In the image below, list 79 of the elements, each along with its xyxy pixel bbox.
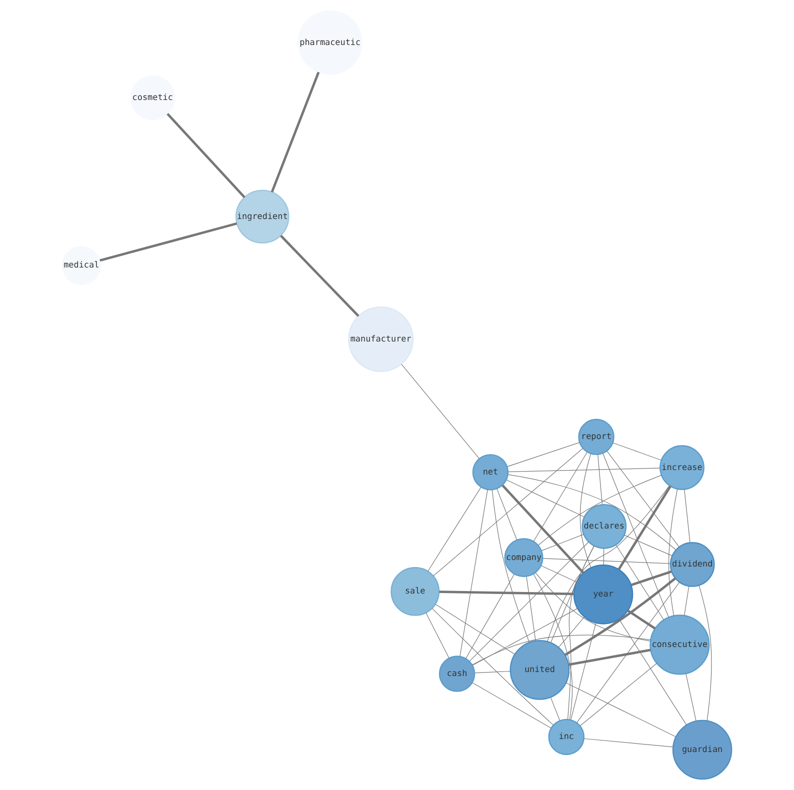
connector xyxy=(570,622,596,720)
connector xyxy=(460,489,488,657)
connector xyxy=(538,474,662,546)
connector xyxy=(280,234,360,317)
node-circle: year xyxy=(573,564,634,624)
node-circle: net xyxy=(472,454,509,490)
connector xyxy=(100,222,238,262)
node-circle: ingredient xyxy=(236,190,290,244)
node-circle: consecutive xyxy=(650,614,710,675)
connector xyxy=(166,113,246,198)
connector xyxy=(627,610,656,630)
node-circle: report xyxy=(578,418,614,456)
connector xyxy=(540,565,577,582)
connector xyxy=(698,584,712,722)
node-circle: sale xyxy=(390,567,440,616)
node-circle: cosmetic xyxy=(130,75,176,120)
node-circle: declares xyxy=(582,504,627,549)
connector xyxy=(568,648,651,666)
connector xyxy=(533,452,588,542)
connector xyxy=(558,616,585,648)
connector xyxy=(508,468,660,472)
connector xyxy=(492,489,530,643)
connector xyxy=(506,442,580,467)
connector xyxy=(603,548,604,566)
node-circle: manufacturer xyxy=(348,306,414,372)
connector xyxy=(435,604,516,655)
connector xyxy=(612,442,662,461)
connector xyxy=(567,546,594,720)
connector xyxy=(428,486,482,572)
connector xyxy=(426,612,450,658)
connector xyxy=(401,364,480,459)
node-circle: inc xyxy=(548,718,584,756)
node-circle: guardian xyxy=(672,720,732,780)
connector xyxy=(618,486,672,570)
connector xyxy=(602,452,670,618)
node-circle: cash xyxy=(438,656,476,692)
node-circle: pharmaceutic xyxy=(298,10,362,75)
connector xyxy=(508,474,676,550)
connector xyxy=(526,576,536,642)
node-circle: increase xyxy=(660,445,704,490)
connector xyxy=(270,72,320,192)
connector xyxy=(580,453,592,568)
connector xyxy=(624,534,673,556)
node-circle: medical xyxy=(62,246,101,285)
connector xyxy=(542,558,671,564)
connector xyxy=(433,448,583,576)
connector xyxy=(439,590,574,596)
connector xyxy=(566,682,676,738)
connector xyxy=(684,586,690,616)
connector xyxy=(584,738,674,748)
connector xyxy=(533,574,573,720)
connector xyxy=(541,534,584,551)
connector xyxy=(502,484,584,574)
connector xyxy=(686,673,696,722)
connector xyxy=(606,450,680,548)
connector xyxy=(580,663,658,726)
connector xyxy=(576,582,680,723)
connector xyxy=(469,542,589,662)
connector xyxy=(564,577,676,656)
node-circle: united xyxy=(510,640,570,700)
connector xyxy=(474,671,511,674)
connector xyxy=(472,608,578,666)
connector xyxy=(535,572,651,642)
connector xyxy=(496,488,518,540)
connector xyxy=(547,485,670,642)
connector xyxy=(616,544,664,620)
connector xyxy=(506,480,585,518)
node-circle: dividend xyxy=(670,542,715,587)
node-circle: company xyxy=(504,538,544,578)
connector xyxy=(598,454,602,505)
connector xyxy=(668,488,678,616)
connector xyxy=(684,489,690,544)
connector xyxy=(472,634,651,666)
connector xyxy=(466,574,515,659)
connector xyxy=(630,570,672,586)
connector xyxy=(472,682,552,728)
connector xyxy=(550,696,560,721)
connector xyxy=(618,618,687,726)
connector xyxy=(432,608,554,726)
